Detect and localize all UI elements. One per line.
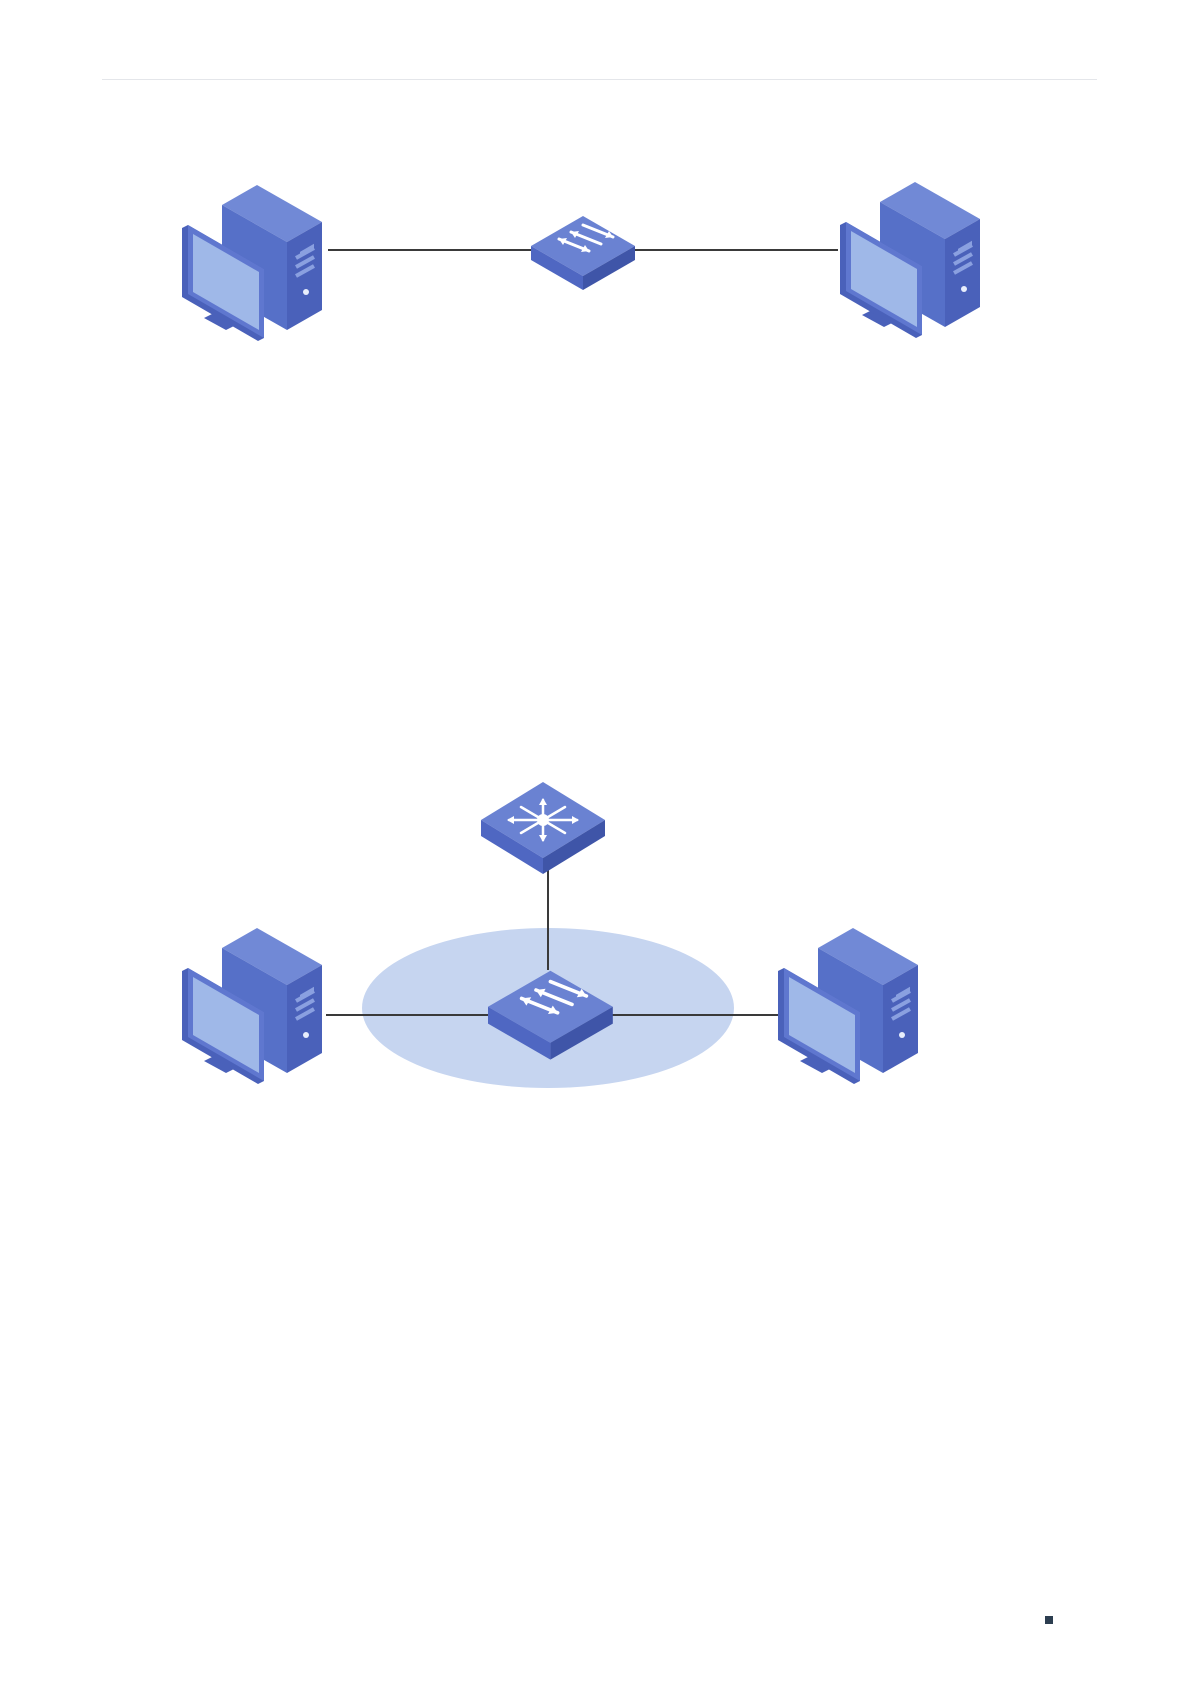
computer-icon[interactable] <box>840 182 980 338</box>
layer3-switch-icon[interactable] <box>481 782 605 874</box>
page-marker <box>1045 1616 1053 1624</box>
layer2-switch-icon[interactable] <box>531 216 635 290</box>
network-diagram-direct <box>0 160 1191 360</box>
network-diagram-vlan <box>0 760 1191 1100</box>
computer-icon[interactable] <box>182 928 322 1084</box>
computer-icon[interactable] <box>778 928 918 1084</box>
computer-icon[interactable] <box>182 185 322 341</box>
header-rule <box>102 79 1097 80</box>
